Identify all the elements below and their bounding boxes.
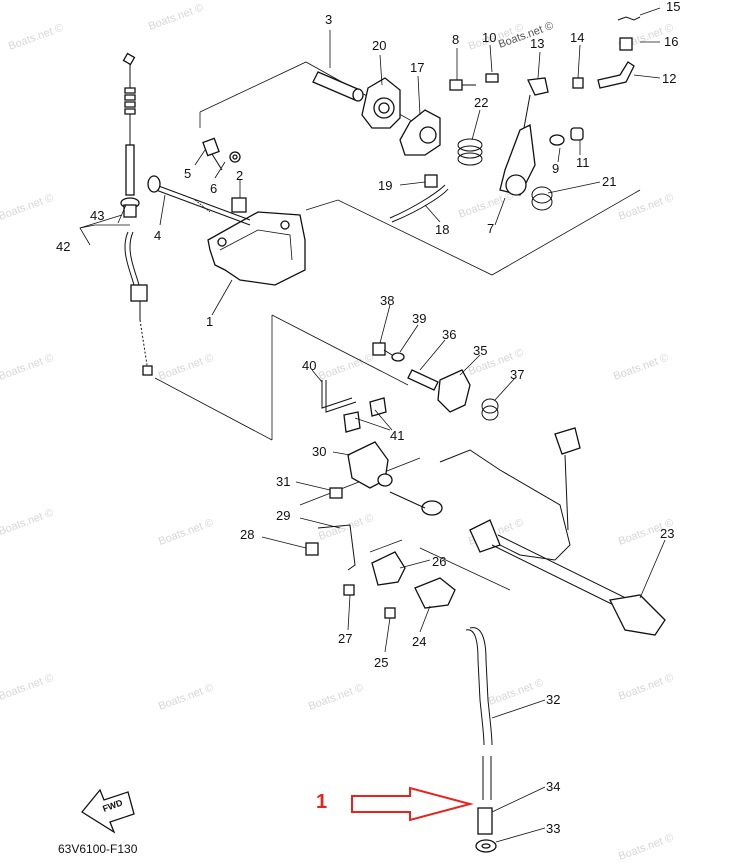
watermark: Boats.net © — [617, 832, 675, 863]
part-number-4: 4 — [154, 228, 161, 243]
part-number-36: 36 — [442, 327, 456, 342]
part-number-40: 40 — [302, 358, 316, 373]
watermark: Boats.net © — [617, 672, 675, 703]
watermark-top: Boats.net © — [497, 20, 555, 51]
part-number-31: 31 — [276, 474, 290, 489]
part-number-21: 21 — [602, 174, 616, 189]
part-number-34: 34 — [546, 779, 560, 794]
part-number-15: 15 — [666, 0, 680, 14]
part-number-41: 41 — [390, 428, 404, 443]
part-number-33: 33 — [546, 821, 560, 836]
part-number-7: 7 — [487, 221, 494, 236]
part-number-29: 29 — [276, 508, 290, 523]
part-number-43: 43 — [90, 208, 104, 223]
lower-linkage — [305, 441, 456, 619]
part-labels: 1 2 3 4 5 6 7 8 9 10 11 12 13 14 15 16 1… — [56, 0, 680, 836]
part-number-39: 39 — [412, 311, 426, 326]
shift-rod — [465, 627, 497, 853]
diagram-code: 63V6100-F130 — [58, 842, 138, 856]
watermark: Boats.net © — [612, 352, 670, 383]
part-number-30: 30 — [312, 444, 326, 459]
assembly-outlines — [154, 61, 641, 591]
fwd-indicator: FWD — [81, 788, 135, 834]
part-number-3: 3 — [325, 12, 332, 27]
part-number-6: 6 — [210, 181, 217, 196]
part-number-11: 11 — [576, 155, 590, 170]
shift-shaft — [389, 427, 666, 636]
part-number-37: 37 — [510, 367, 524, 382]
part-number-17: 17 — [410, 60, 424, 75]
callout-arrow-icon — [351, 786, 474, 822]
part-number-20: 20 — [372, 38, 386, 53]
part-number-42: 42 — [56, 239, 70, 254]
part-number-16: 16 — [664, 34, 678, 49]
watermark: Boats.net © — [457, 190, 515, 221]
upper-linkage — [312, 16, 641, 223]
bracket-assembly — [147, 137, 306, 286]
part-number-2: 2 — [236, 168, 243, 183]
part-number-28: 28 — [240, 527, 254, 542]
part-number-32: 32 — [546, 692, 560, 707]
part-number-12: 12 — [662, 71, 676, 86]
watermark: Boats.net © — [0, 672, 55, 703]
part-number-25: 25 — [374, 655, 388, 670]
part-number-18: 18 — [435, 222, 449, 237]
watermark: Boats.net © — [307, 682, 365, 713]
fwd-arrow-icon — [81, 788, 135, 834]
watermark: Boats.net © — [157, 682, 215, 713]
leader-lines — [79, 7, 666, 843]
part-number-8: 8 — [452, 32, 459, 47]
watermark: Boats.net © — [0, 507, 55, 538]
callout-number: 1 — [316, 791, 327, 813]
callout-1: 1 — [316, 786, 474, 822]
part-number-10: 10 — [482, 30, 496, 45]
part-number-19: 19 — [378, 178, 392, 193]
watermark: Boats.net © — [157, 517, 215, 548]
part-number-5: 5 — [184, 166, 191, 181]
throttle-cable — [120, 52, 153, 376]
part-number-9: 9 — [552, 161, 559, 176]
part-number-38: 38 — [380, 293, 394, 308]
middle-linkage — [321, 342, 499, 433]
part-number-1: 1 — [206, 314, 213, 329]
part-number-22: 22 — [474, 95, 488, 110]
part-number-24: 24 — [412, 634, 426, 649]
watermark: Boats.net © — [147, 2, 205, 33]
part-number-23: 23 — [660, 526, 674, 541]
watermark: Boats.net © — [0, 192, 55, 223]
part-number-13: 13 — [530, 36, 544, 51]
watermark: Boats.net © — [317, 352, 375, 383]
watermark: Boats.net © — [7, 22, 65, 53]
part-number-14: 14 — [570, 30, 584, 45]
part-number-35: 35 — [473, 343, 487, 358]
part-number-26: 26 — [432, 554, 446, 569]
part-number-27: 27 — [338, 631, 352, 646]
watermark: Boats.net © — [617, 192, 675, 223]
watermark: Boats.net © — [157, 352, 215, 383]
watermark: Boats.net © — [0, 352, 55, 383]
